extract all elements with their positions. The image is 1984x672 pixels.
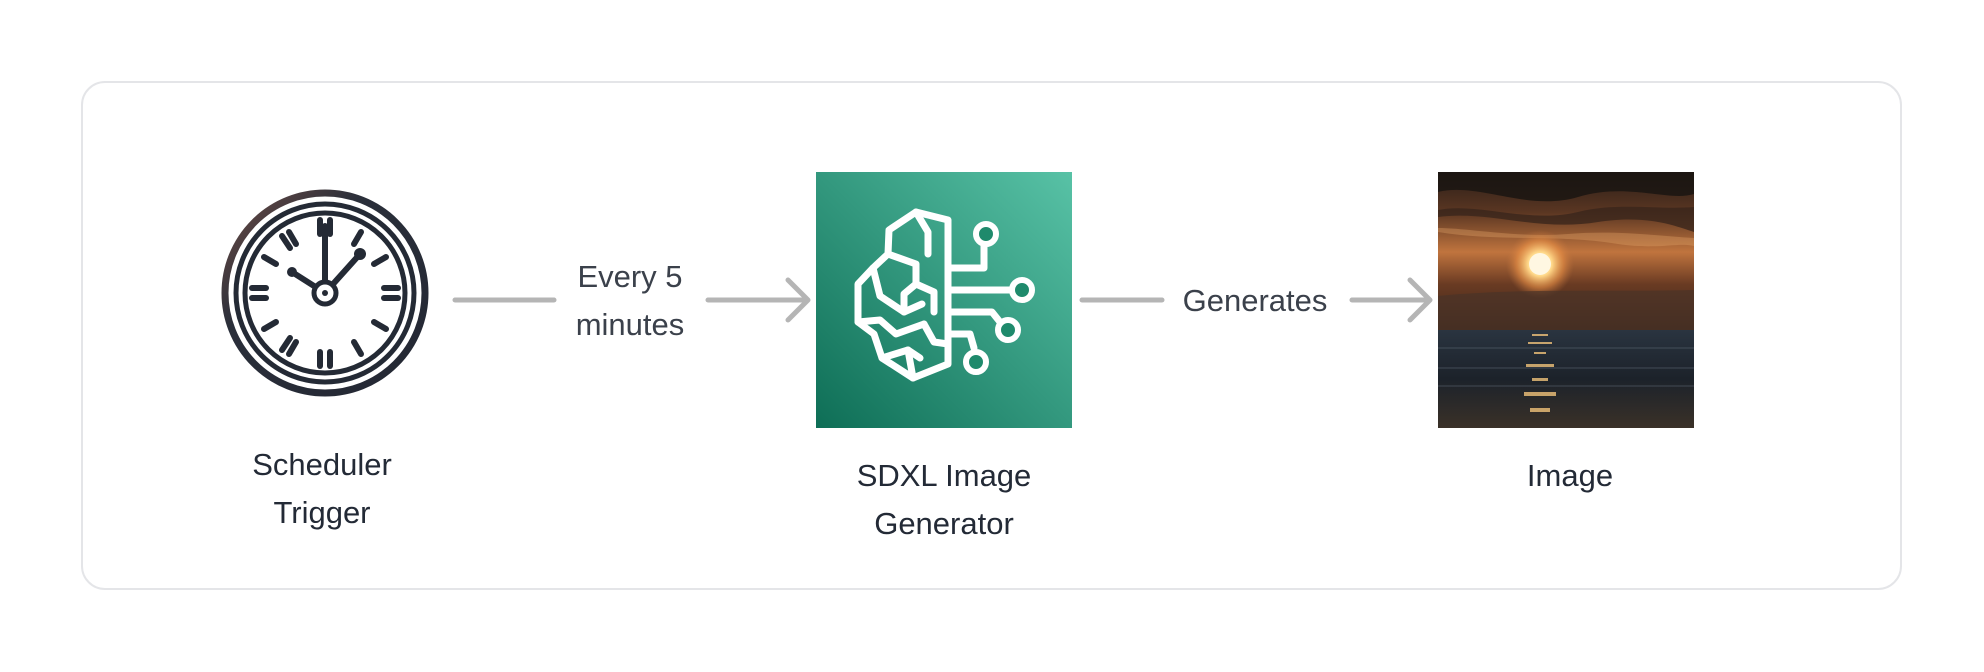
edge-label-every5-line2: minutes	[575, 307, 685, 342]
sdxl-label-line1: SDXL Image	[856, 458, 1032, 493]
sunset-photo-thumbnail	[1438, 172, 1694, 428]
clock-icon	[220, 188, 430, 398]
edge-label-generates: Generates	[1182, 283, 1328, 318]
sdxl-label-line2: Generator	[874, 506, 1014, 541]
scheduler-label-line2: Trigger	[273, 495, 371, 530]
scheduler-label-line1: Scheduler	[252, 447, 392, 482]
image-label: Image	[1526, 458, 1614, 493]
brain-circuit-icon	[816, 172, 1072, 428]
edge-label-every5-line1: Every 5	[577, 259, 683, 294]
